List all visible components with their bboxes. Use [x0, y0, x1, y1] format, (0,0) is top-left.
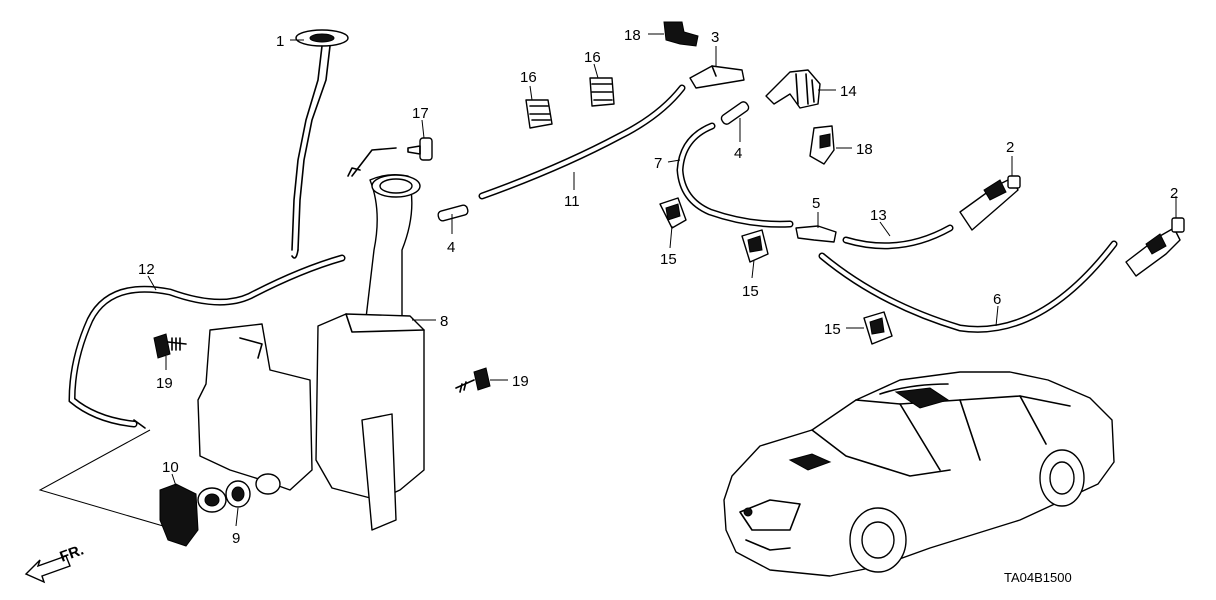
callout-4: 4 — [447, 239, 455, 256]
part-19-bolt-right — [455, 367, 491, 393]
part-8-washer-tank — [197, 147, 425, 531]
callout-3: 3 — [711, 29, 719, 46]
callout-16: 16 — [584, 49, 601, 66]
part-6-hose — [818, 240, 1118, 333]
part-15-clip-c — [863, 311, 893, 345]
part-16-clip-left — [525, 99, 553, 129]
part-19-bolt-left — [153, 333, 187, 359]
part-4-joint-right — [720, 101, 750, 125]
part-18-clip-right — [809, 125, 835, 165]
callout-13: 13 — [870, 207, 887, 224]
part-2-nozzle-right — [1125, 217, 1185, 277]
callout-4: 4 — [734, 145, 742, 162]
view-guide-lines — [38, 429, 171, 529]
part-10-washer-pump — [159, 483, 227, 547]
callout-15: 15 — [824, 321, 841, 338]
callout-15: 15 — [742, 283, 759, 300]
callout-14: 14 — [840, 83, 857, 100]
callout-labels: 1 2 2 3 4 4 5 6 7 8 9 10 11 12 13 14 15 … — [138, 27, 1178, 547]
callout-19: 19 — [156, 375, 173, 392]
callout-5: 5 — [812, 195, 820, 212]
callout-2: 2 — [1006, 139, 1014, 156]
callout-1: 1 — [276, 33, 284, 50]
part-12-hose — [68, 254, 346, 429]
part-11-hose — [478, 84, 686, 200]
part-9-grommet — [225, 480, 251, 508]
callout-12: 12 — [138, 261, 155, 278]
callout-10: 10 — [162, 459, 179, 476]
callout-19: 19 — [512, 373, 529, 390]
callout-7: 7 — [654, 155, 662, 172]
callout-8: 8 — [440, 313, 448, 330]
callout-15: 15 — [660, 251, 677, 268]
front-direction-label: FR. — [58, 542, 87, 566]
part-15-clip-b — [741, 229, 769, 263]
callout-16: 16 — [520, 69, 537, 86]
part-18-clip-top — [663, 21, 699, 47]
part-13-hose — [842, 224, 954, 250]
part-7-hose — [676, 122, 794, 228]
callout-18: 18 — [624, 27, 641, 44]
part-15-clip-a — [659, 197, 687, 229]
callout-17: 17 — [412, 105, 429, 122]
callout-18: 18 — [856, 141, 873, 158]
part-1-tank-cap — [291, 29, 349, 259]
part-2-nozzle-left — [959, 175, 1021, 231]
arrow-icon — [24, 555, 71, 584]
callout-2: 2 — [1170, 185, 1178, 202]
drawing-code: TA04B1500 — [1004, 570, 1072, 585]
leader-lines — [147, 33, 1177, 527]
callout-9: 9 — [232, 530, 240, 547]
part-16-clip-right — [589, 77, 615, 107]
front-direction-indicator: FR. — [24, 542, 87, 584]
part-17-clip — [407, 137, 433, 161]
part-5-joint — [795, 225, 837, 243]
part-4-joint-left — [437, 204, 469, 222]
callout-11: 11 — [564, 193, 580, 210]
part-14-elbow — [765, 69, 821, 109]
car-illustration — [723, 371, 1115, 577]
callout-6: 6 — [993, 291, 1001, 308]
part-3-joint — [689, 65, 745, 89]
